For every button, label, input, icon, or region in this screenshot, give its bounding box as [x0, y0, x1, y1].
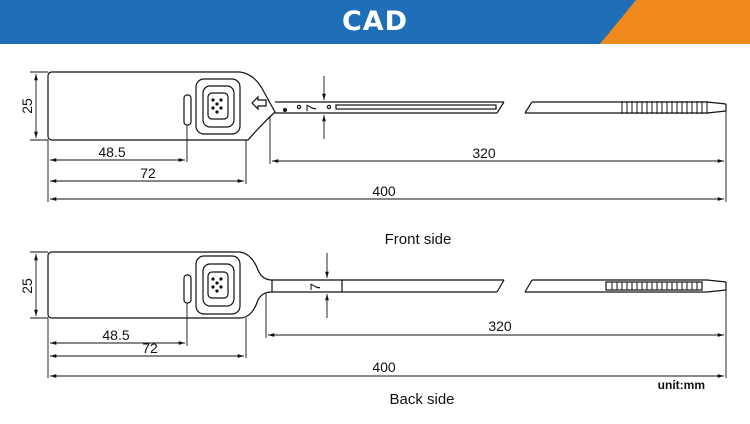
- page-title: CAD: [341, 6, 409, 37]
- front-lock-box: [195, 78, 241, 135]
- back-strap-serrations: [611, 282, 698, 290]
- back-head-label: 72: [142, 340, 158, 356]
- front-side-caption: Front side: [385, 231, 452, 248]
- back-total-label: 400: [372, 359, 396, 375]
- back-seal: [47, 251, 727, 319]
- front-head-label: 72: [140, 165, 156, 181]
- back-dimension-lines: [30, 251, 727, 378]
- front-strap-serrations: [621, 101, 708, 114]
- back-lock-box: [195, 255, 241, 315]
- back-side-caption: Back side: [389, 391, 454, 408]
- front-dimension-labels: 25 48.5 72 320 400 7: [19, 98, 496, 199]
- front-seal: [47, 71, 727, 141]
- back-width-label: 7: [307, 283, 323, 291]
- front-strap-label: 320: [472, 145, 496, 161]
- back-dimension-labels: 25 48.5 72 320 400 7: [19, 278, 512, 375]
- header-banner: CAD: [0, 0, 750, 44]
- front-height-label: 25: [19, 98, 35, 114]
- front-hole-label: 48.5: [98, 144, 125, 160]
- back-strap-label: 320: [488, 318, 512, 334]
- front-width-label: 7: [303, 104, 319, 112]
- back-height-label: 25: [19, 278, 35, 294]
- front-lock-teeth: [211, 98, 223, 114]
- back-hole-label: 48.5: [102, 327, 129, 343]
- front-total-label: 400: [372, 183, 396, 199]
- unit-label: unit:mm: [658, 378, 705, 392]
- front-dimension-lines: [30, 71, 727, 202]
- back-lock-teeth: [211, 277, 223, 293]
